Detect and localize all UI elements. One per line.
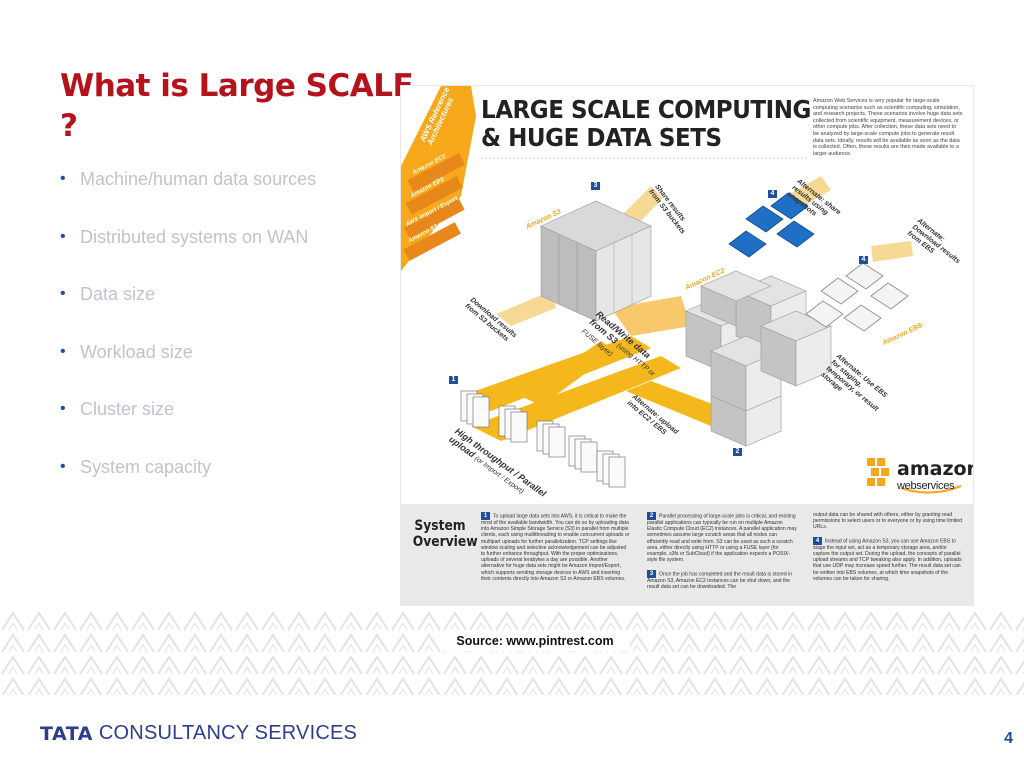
bullet-item: •Data size: [60, 280, 390, 338]
bullet-dot-icon: •: [60, 170, 66, 187]
amazon-logo-sub: webservices: [897, 480, 955, 492]
client-servers: [460, 390, 626, 488]
bullet-dot-icon: •: [60, 400, 66, 417]
step-marker: 4: [859, 256, 868, 264]
step-marker: 4: [768, 190, 777, 198]
amazon-smile-icon: [900, 484, 962, 494]
step-marker: 1: [481, 512, 490, 520]
step-marker: 1: [449, 376, 458, 384]
step-marker: 2: [647, 512, 656, 520]
s3-storage-cube: [540, 200, 652, 322]
step-marker: 4: [813, 536, 822, 545]
step-marker: 3: [647, 569, 656, 578]
architecture-diagram: [401, 86, 962, 494]
ec2-compute-cubes: [685, 270, 832, 447]
page-number: 4: [1004, 730, 1013, 747]
infographic-heading: LARGE SCALE COMPUTING & HUGE DATA SETS: [481, 95, 811, 152]
bullet-item: •Distributed systems on WAN: [60, 223, 390, 281]
ebs-drives: [805, 262, 909, 332]
bullet-list: •Machine/human data sources •Distributed…: [60, 165, 390, 510]
decorative-pattern-band: [0, 610, 1024, 695]
bullet-dot-icon: •: [60, 342, 66, 360]
amazon-logo-mark: [867, 458, 889, 486]
snapshot-drives: [728, 192, 815, 258]
reference-ribbon: [401, 86, 476, 271]
source-caption: Source: www.pintrest.com: [440, 631, 630, 651]
step-marker: 2: [733, 448, 742, 456]
bullet-dot-icon: •: [60, 227, 66, 245]
bullet-item: •Machine/human data sources: [60, 165, 390, 223]
system-overview-title: System Overview: [412, 518, 478, 550]
bullet-dot-icon: •: [60, 285, 66, 302]
tcs-logo: TATA CONSULTANCY SERVICES: [40, 722, 357, 745]
amazon-logo-word: amazon: [897, 458, 974, 480]
bullet-dot-icon: •: [60, 457, 66, 475]
slide-title: What is Large SCALE ?: [60, 68, 414, 144]
step-marker: 3: [591, 182, 600, 190]
bullet-item: •Workload size: [60, 338, 390, 396]
infographic-blurb: Amazon Web Services is very popular for …: [813, 98, 963, 157]
bullet-item: •Cluster size: [60, 395, 390, 453]
overview-column-3: output data can be shared with others, e…: [813, 512, 962, 582]
tcs-logo-bold: TATA: [40, 722, 93, 745]
bullet-item: •System capacity: [60, 453, 390, 511]
aws-infographic: LARGE SCALE COMPUTING & HUGE DATA SETS A…: [400, 85, 974, 606]
tcs-logo-rest: CONSULTANCY SERVICES: [98, 722, 358, 744]
